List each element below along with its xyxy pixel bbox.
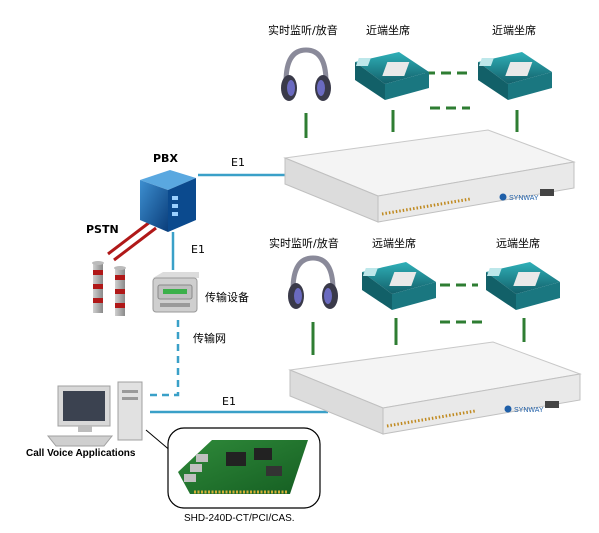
- bottom-headphone-icon: [288, 255, 338, 309]
- svg-text:SYNWAY: SYNWAY: [514, 407, 544, 414]
- pstn-label: PSTN: [86, 223, 119, 236]
- bottom-seat-right-label: 远端坐席: [496, 237, 540, 250]
- bottom-seat-right-phone-icon: [486, 262, 560, 310]
- top-monitor-label: 实时监听/放音: [268, 24, 338, 37]
- top-seat-left-phone-icon: [355, 52, 429, 100]
- top-server: SYNWAY: [283, 129, 576, 223]
- bottom-monitor-label: 实时监听/放音: [269, 237, 339, 250]
- pstn-link-a: [107, 220, 151, 256]
- pstn-link-b: [113, 226, 157, 262]
- computer-label: Call Voice Applications: [26, 448, 136, 459]
- e1-top-label: E1: [231, 156, 245, 169]
- transmission-network-label: 传输网: [193, 332, 226, 345]
- e1-pbx-down-label: E1: [191, 243, 205, 256]
- transmission-device-icon: [152, 272, 199, 313]
- top-seat-right-phone-icon: [478, 52, 552, 100]
- e1-bottom-label: E1: [222, 395, 236, 408]
- pbx-icon: [140, 170, 196, 232]
- bottom-seat-left-phone-icon: [362, 262, 436, 310]
- transmission-network-link: [150, 320, 180, 397]
- top-seat-left-label: 近端坐席: [366, 24, 410, 37]
- computer-icon: [46, 381, 143, 447]
- pbx-label: PBX: [153, 152, 178, 165]
- card-label: SHD-240D-CT/PCI/CAS.: [184, 513, 295, 524]
- voice-card-icon: [178, 440, 308, 494]
- top-seat-right-label: 近端坐席: [492, 24, 536, 37]
- bottom-server: SYNWAY: [288, 341, 582, 435]
- svg-text:SYNWAY: SYNWAY: [509, 195, 539, 202]
- pstn-tower-icon: [92, 261, 126, 316]
- top-headphone-icon: [281, 47, 331, 101]
- transmission-device-label: 传输设备: [205, 291, 249, 304]
- bottom-seat-left-label: 远端坐席: [372, 237, 416, 250]
